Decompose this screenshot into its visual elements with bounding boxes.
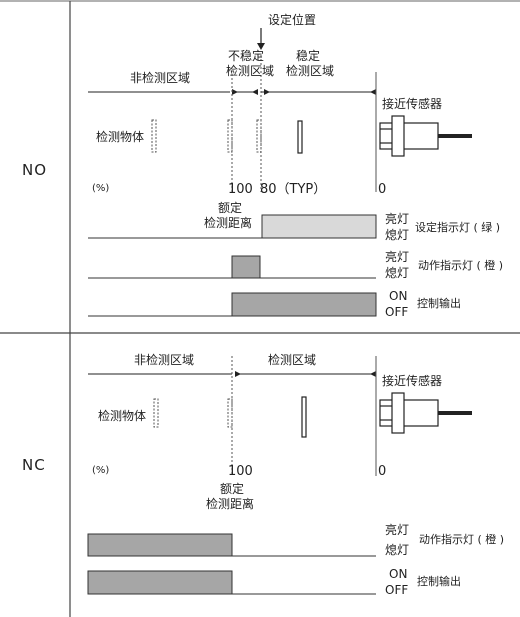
nc-percent-label: (%) [92,465,110,476]
nc-on-lamp-label: 亮灯 [385,523,410,537]
nc-object-solid [301,396,307,438]
no-control-output-chart [88,292,377,317]
nc-object-outline-far [153,398,159,428]
nc-off-label: OFF [385,583,409,597]
nc-detect-zone-label: 检测区域 [268,353,317,367]
non-detect-zone-label: 非检测区域 [130,71,191,85]
nc-object-outline-mid [227,398,233,428]
nc-tick-100: 100 [228,464,253,479]
on-lamp-label-2: 亮灯 [385,250,410,264]
nc-on-label: ON [389,567,408,581]
nc-off-lamp-label: 熄灯 [385,543,410,557]
nc-control-output-label: 控制输出 [417,575,461,588]
on-label: ON [389,289,408,303]
off-label: OFF [385,305,409,319]
nc-operation-indicator-label: 动作指示灯 ( 橙 ) [419,533,505,546]
no-setting-indicator-chart [88,214,377,239]
nc-control-output-chart [87,570,376,595]
control-output-label: 控制输出 [417,297,461,310]
object-solid [297,120,303,154]
sensor-label: 接近传感器 [382,97,443,111]
mode-label-no: NO [22,161,48,179]
unstable-zone-line1: 不稳定 [228,49,265,63]
nc-tick-0: 0 [378,464,387,479]
on-lamp-label-1: 亮灯 [385,212,410,226]
nc-non-detect-zone-label: 非检测区域 [134,353,195,367]
set-position-arrow [257,28,265,50]
object-outline-mid1 [227,119,233,153]
operation-indicator-label: 动作指示灯 ( 橙 ) [418,259,504,272]
nc-zone-axis [88,371,376,377]
nc-proximity-sensor-icon [379,392,472,434]
tick-80: 80（TYP） [260,182,327,197]
rated-distance-line1: 额定 [218,201,243,215]
no-zone-axis [88,89,376,95]
stable-zone-line2: 检测区域 [286,64,335,78]
stable-zone-line1: 稳定 [296,49,321,63]
rated-distance-line2: 检测距离 [204,216,253,230]
nc-operation-indicator-chart [87,533,376,557]
object-outline-far [151,119,157,153]
nc-object-label: 检测物体 [98,409,147,423]
percent-label: (%) [92,183,110,194]
object-label: 检测物体 [96,130,145,144]
tick-100: 100 [228,182,253,197]
set-position-label: 设定位置 [268,13,317,27]
object-outline-mid2 [256,119,262,153]
nc-sensor-label: 接近传感器 [382,374,443,388]
unstable-zone-line2: 检测区域 [226,64,275,78]
nc-rated-distance-line1: 额定 [220,482,245,496]
no-operation-indicator-chart [88,255,376,279]
proximity-sensor-icon [379,115,472,157]
tick-0: 0 [378,182,387,197]
nc-rated-distance-line2: 检测距离 [206,497,255,511]
off-lamp-label-2: 熄灯 [385,266,410,280]
mode-label-nc: NC [22,456,46,474]
setting-indicator-label: 设定指示灯 ( 绿 ) [415,221,501,234]
off-lamp-label-1: 熄灯 [385,228,410,242]
